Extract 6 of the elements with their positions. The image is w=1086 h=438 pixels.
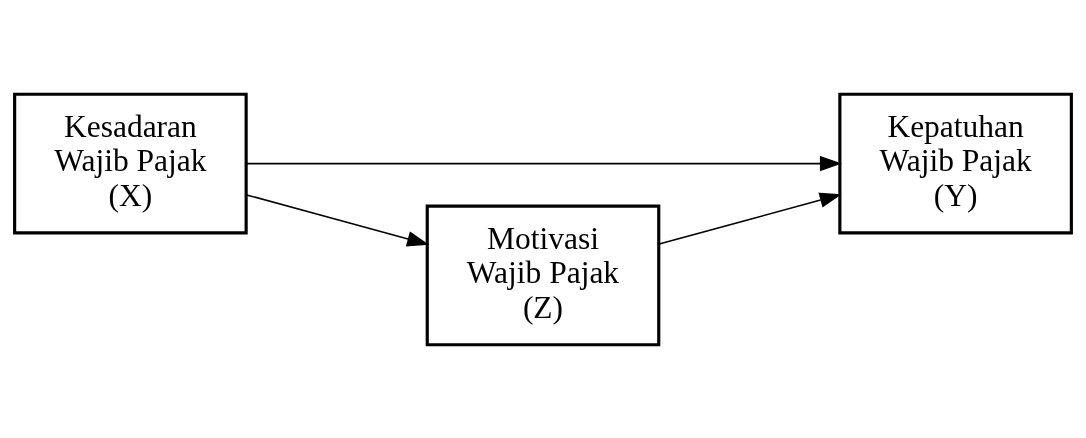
node-box: Kesadaran Wajib Pajak (X): [13, 92, 248, 234]
node-box: Kepatuhan Wajib Pajak (Y): [838, 92, 1073, 234]
arrow: [245, 155, 842, 171]
arrow: [658, 192, 842, 245]
node-box: Motivasi Wajib Pajak (Z): [425, 204, 661, 346]
arrow: [245, 193, 430, 246]
